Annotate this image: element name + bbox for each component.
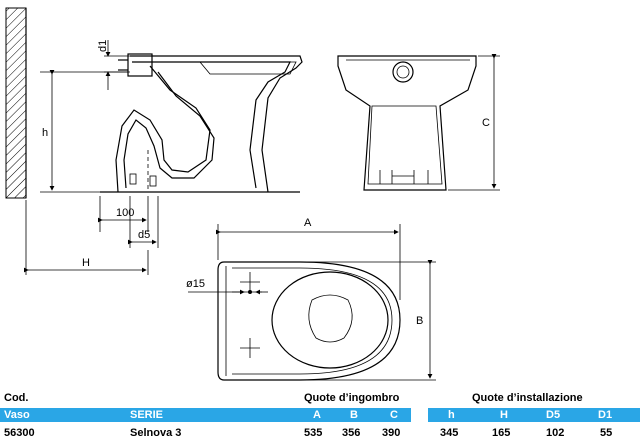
dim-phi15: ø15: [186, 278, 268, 295]
label-d5: d5: [138, 229, 150, 241]
label-C: C: [482, 117, 490, 129]
wall: [5, 7, 27, 199]
technical-drawing: h d1 100 d5 H: [5, 7, 500, 381]
dim-h: h: [40, 70, 128, 193]
header-quote-installazione: Quote d’installazione: [472, 392, 583, 404]
column-header-band-left: Vaso SERIE A B C: [0, 408, 411, 422]
cell-A: 535: [304, 427, 323, 439]
table-column-headers: Vaso SERIE A B C h H D5 D1: [0, 408, 640, 422]
label-phi15: ø15: [186, 278, 205, 290]
cell-serie: Selnova 3: [130, 427, 182, 439]
column-C: C: [390, 409, 398, 421]
cell-cod: 56300: [4, 427, 35, 439]
header-quote-ingombro: Quote d’ingombro: [304, 392, 400, 404]
table-row: 56300 Selnova 3 535 356 390 345 165 102 …: [0, 426, 640, 440]
dim-H: H: [24, 200, 149, 275]
label-d1: d1: [97, 40, 109, 52]
label-h: h: [42, 127, 48, 139]
dim-C: C: [448, 54, 500, 191]
cell-H: 165: [492, 427, 511, 439]
cell-h: 345: [440, 427, 459, 439]
cell-B: 356: [342, 427, 361, 439]
column-D1: D1: [598, 409, 613, 421]
top-view: [217, 261, 401, 381]
label-B: B: [416, 315, 423, 327]
spec-table: Cod. Quote d’ingombro Quote d’installazi…: [0, 392, 640, 440]
dim-B: B: [300, 260, 436, 381]
column-serie: SERIE: [130, 409, 164, 421]
header-cod: Cod.: [4, 392, 29, 404]
column-header-band-right: h H D5 D1: [428, 408, 640, 422]
side-view: [100, 53, 303, 193]
column-vaso: Vaso: [4, 409, 30, 421]
cell-D5: 102: [546, 427, 565, 439]
front-view: [337, 55, 477, 191]
column-B: B: [350, 409, 358, 421]
label-H: H: [82, 257, 90, 269]
column-D5: D5: [546, 409, 561, 421]
label-A: A: [304, 217, 312, 229]
cell-D1: 55: [600, 427, 613, 439]
cell-C: 390: [382, 427, 401, 439]
column-h: h: [448, 409, 455, 421]
column-H: H: [500, 409, 508, 421]
dim-d5: d5: [128, 196, 159, 248]
dim-d1: d1: [97, 40, 130, 90]
label-100: 100: [116, 207, 134, 219]
table-group-headers: Cod. Quote d’ingombro Quote d’installazi…: [0, 392, 640, 406]
dim-100: 100: [98, 196, 149, 232]
column-A: A: [313, 409, 321, 421]
